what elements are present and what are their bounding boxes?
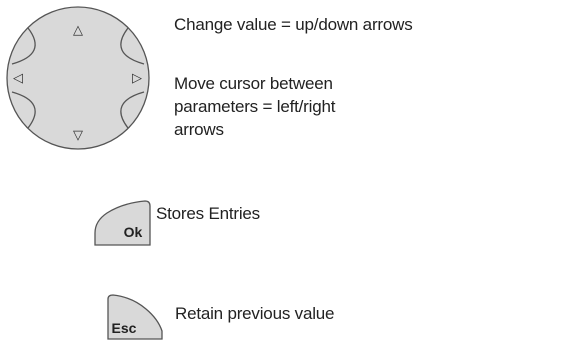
up-arrow-icon: △ [73, 23, 83, 38]
stores-entries-caption: Stores Entries [156, 204, 260, 223]
upper-left-divider-arc [11, 27, 36, 65]
esc-key: Esc [107, 294, 163, 340]
upper-right-divider-arc [120, 27, 145, 65]
move-cursor-caption-line2: arrows [174, 120, 224, 139]
lower-right-divider-arc [120, 91, 145, 129]
down-arrow-icon: ▽ [73, 128, 83, 143]
retain-previous-caption: Retain previous value [175, 304, 335, 323]
ok-key-shape [94, 200, 151, 246]
lower-left-divider-arc [11, 91, 36, 129]
right-arrow-icon: ▷ [132, 71, 142, 86]
ok-key: Ok [94, 200, 151, 246]
esc-key-shape [107, 294, 163, 340]
esc-key-label: Esc [112, 320, 137, 336]
move-cursor-caption-line1: Move cursor between parameters = left/ri… [174, 74, 336, 116]
navigation-pad-body [6, 6, 150, 150]
move-cursor-caption: Move cursor between parameters = left/ri… [174, 72, 414, 141]
ok-key-label: Ok [124, 224, 143, 240]
navigation-pad: △ ◁ ▷ ▽ [6, 6, 150, 150]
change-value-caption: Change value = up/down arrows [174, 15, 413, 34]
left-arrow-icon: ◁ [13, 71, 23, 86]
